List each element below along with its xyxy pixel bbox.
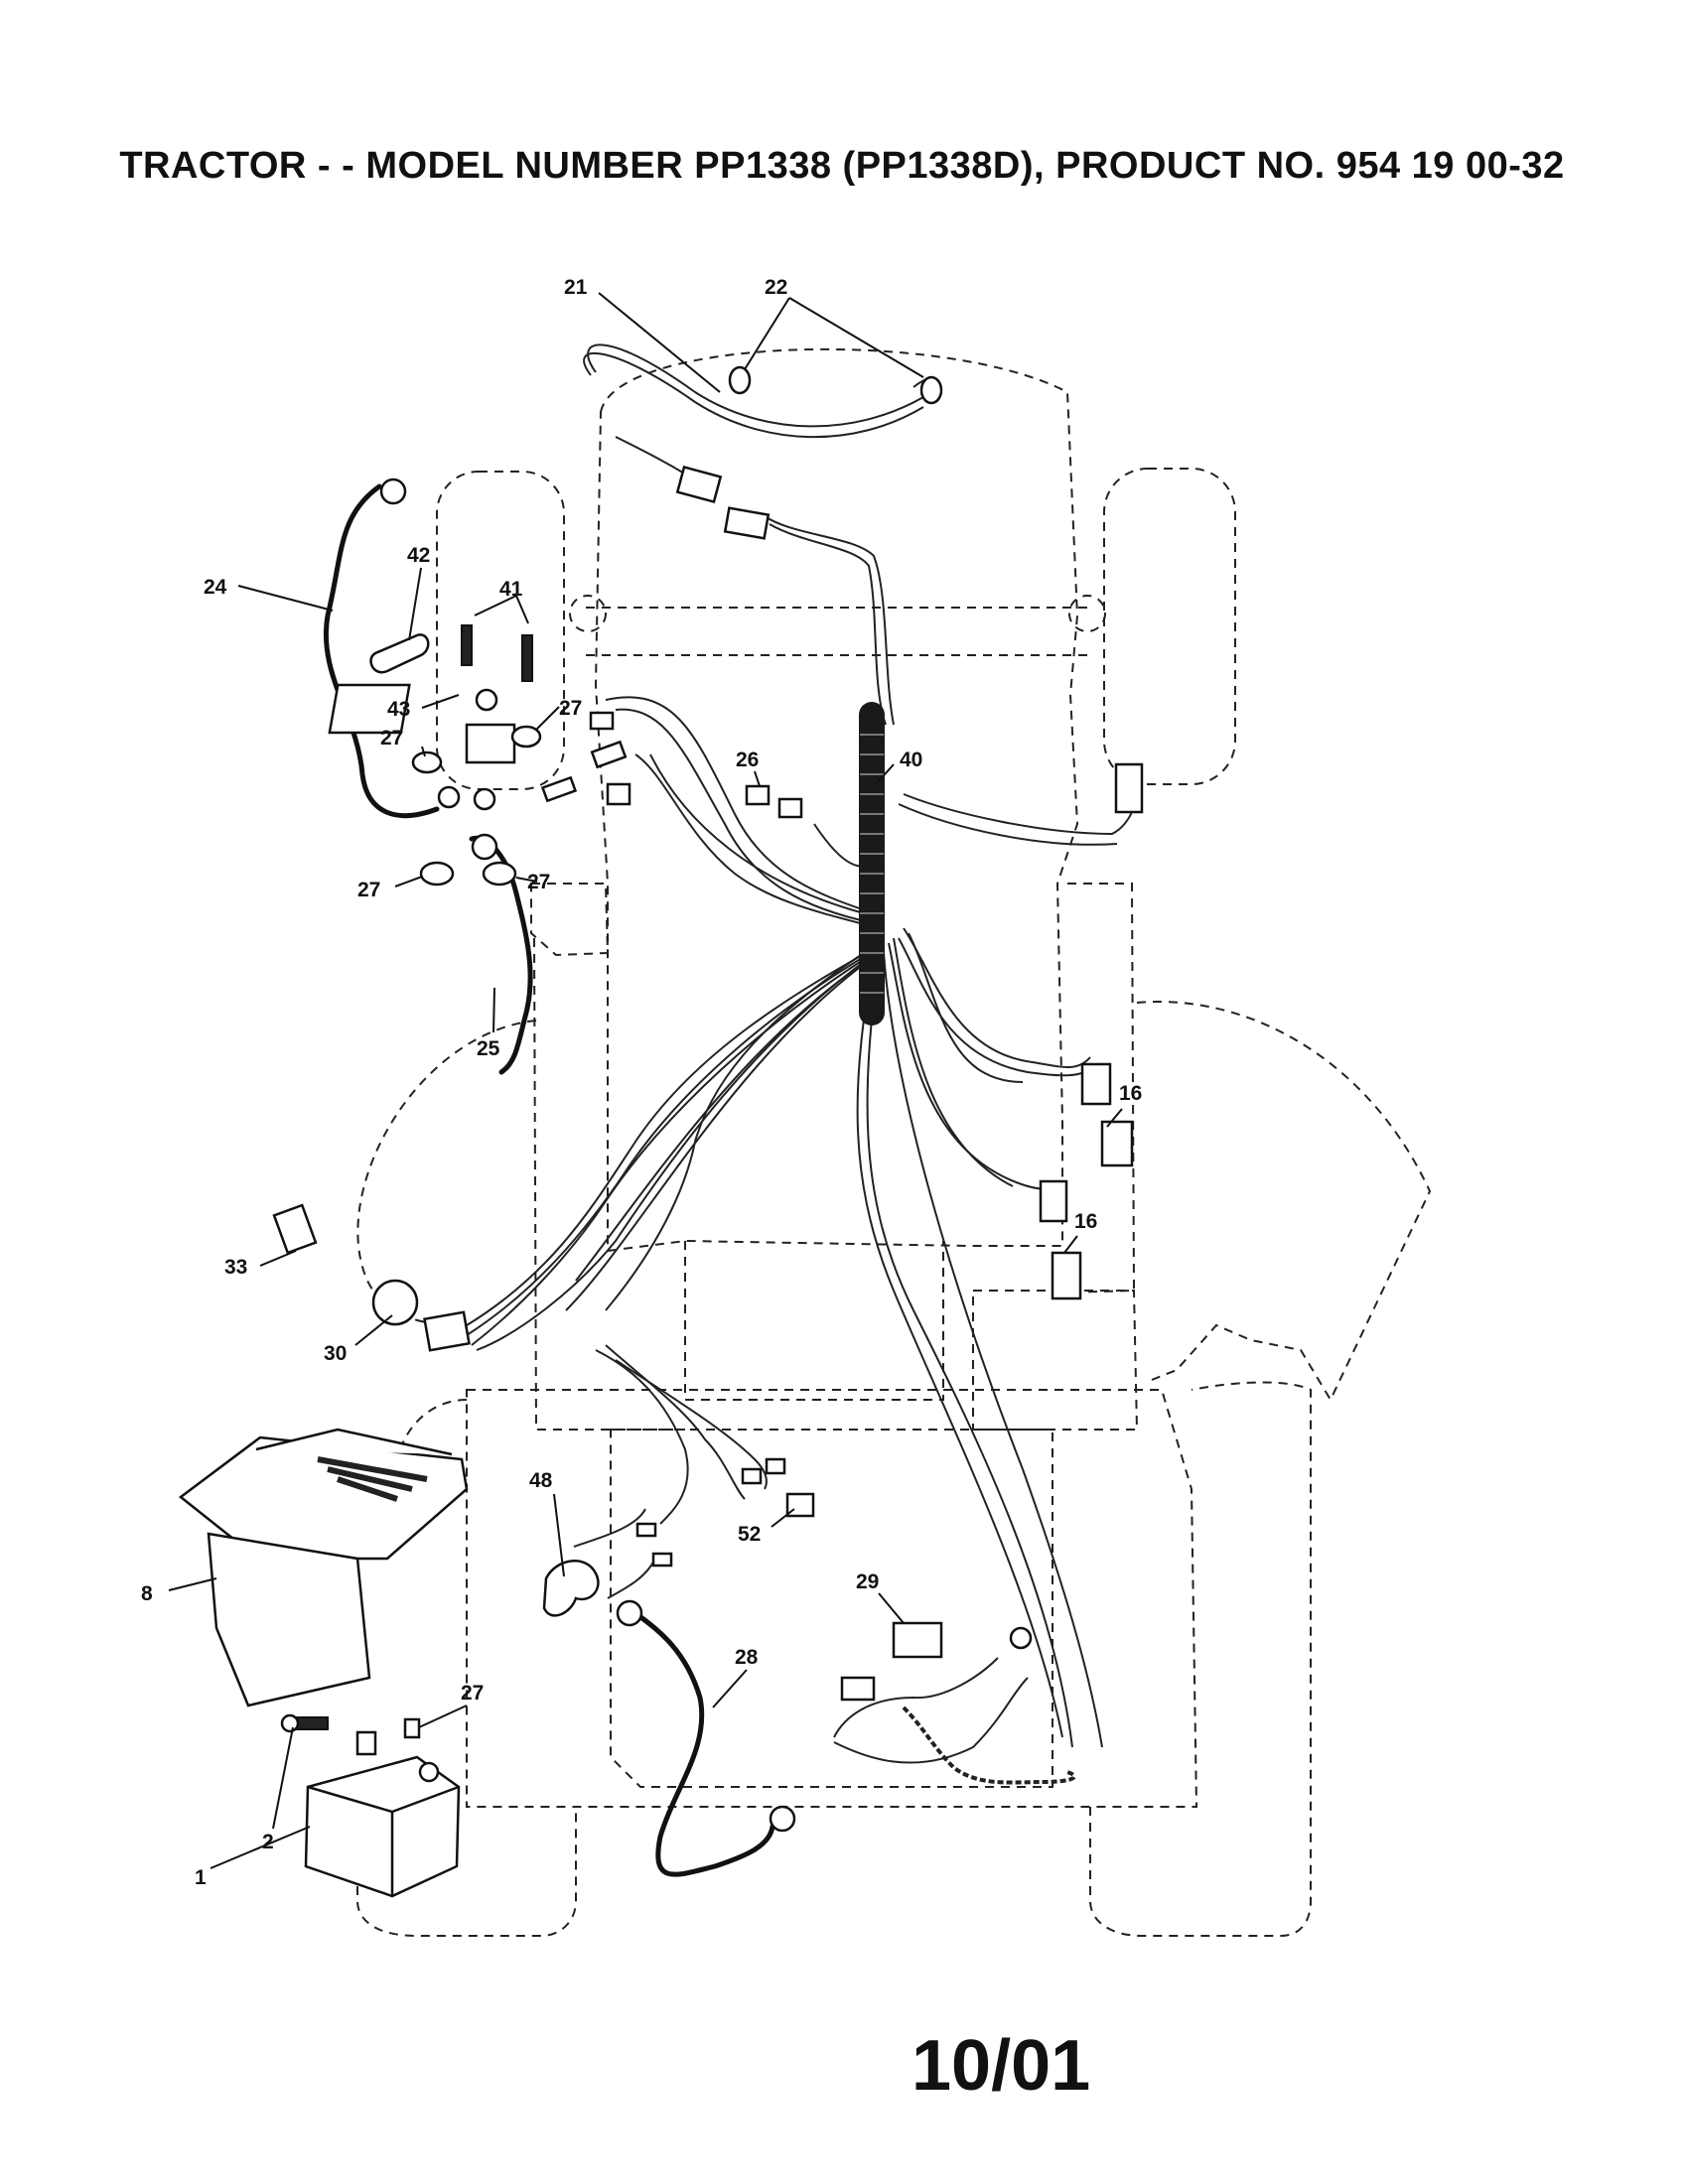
nut-27 (419, 861, 455, 887)
callout-29: 29 (856, 1570, 879, 1593)
callout-21: 21 (564, 276, 588, 299)
callout-43: 43 (387, 698, 410, 721)
connector-26 (777, 797, 803, 819)
ring-terminal (616, 1599, 643, 1627)
relay-33 (272, 1203, 318, 1255)
connector (590, 740, 628, 769)
connector (606, 782, 632, 806)
callout-42: 42 (407, 544, 430, 567)
ring-terminal (769, 1805, 796, 1833)
switch-52 (785, 1492, 815, 1518)
coiled-cord-29 (902, 1706, 1076, 1785)
connector (675, 465, 723, 504)
callout-27: 27 (559, 697, 582, 720)
callout-27: 27 (380, 727, 403, 750)
callout-27: 27 (461, 1682, 484, 1705)
tractor-outline (356, 347, 1432, 1937)
connector (840, 1676, 876, 1702)
callout-27: 27 (357, 879, 380, 901)
solenoid-body (465, 723, 516, 764)
connector (741, 1467, 763, 1485)
page-title: TRACTOR - - MODEL NUMBER PP1338 (PP1338D… (119, 145, 1565, 187)
harness-loom-40 (859, 702, 885, 1025)
ring-terminal (379, 478, 407, 505)
wiring-harness (466, 343, 1140, 1764)
callout-25: 25 (477, 1037, 500, 1060)
ring-terminal (437, 785, 461, 809)
ring-terminal (471, 833, 498, 861)
callout-16: 16 (1119, 1082, 1142, 1105)
terminal-cover-42 (369, 633, 430, 674)
switch-16 (1080, 1062, 1112, 1106)
callout-24: 24 (204, 576, 227, 599)
seat-switch-29 (892, 1621, 943, 1659)
switch-16 (1100, 1120, 1134, 1167)
nut-27 (482, 861, 517, 887)
connector (540, 775, 578, 803)
callout-41: 41 (499, 578, 523, 601)
callout-2: 2 (262, 1831, 274, 1853)
switch-48 (542, 1560, 600, 1617)
callout-26: 26 (736, 749, 759, 771)
callout-33: 33 (224, 1256, 247, 1279)
bolt-41 (461, 624, 473, 666)
nut-27 (411, 751, 443, 774)
callout-48: 48 (529, 1469, 553, 1492)
connector (651, 1552, 673, 1568)
switch-16 (1051, 1251, 1082, 1300)
callout-27: 27 (527, 871, 550, 893)
callout-28: 28 (735, 1646, 759, 1669)
nut-27 (403, 1717, 421, 1739)
connector (1114, 762, 1144, 814)
bulb-22 (728, 365, 752, 395)
leader-lines (168, 292, 1123, 1869)
bulb-22 (919, 375, 943, 405)
ignition-switch-30 (371, 1279, 419, 1326)
bolt-41 (521, 634, 533, 682)
connector (723, 506, 771, 540)
switch-16 (1039, 1179, 1068, 1223)
fuse-holder (589, 711, 615, 731)
nut-27 (510, 725, 542, 749)
ignition-connector (423, 1310, 471, 1352)
callout-1: 1 (195, 1866, 207, 1889)
callout-16: 16 (1074, 1210, 1097, 1233)
ground-cable-24 (324, 483, 440, 819)
page-date: 10/01 (912, 2026, 1091, 2106)
ring-terminal (473, 787, 496, 811)
parts (178, 365, 1144, 1898)
cables (324, 483, 1076, 1877)
ring-terminal (1009, 1626, 1033, 1650)
callout-22: 22 (765, 276, 787, 299)
callout-30: 30 (324, 1342, 347, 1365)
connector (765, 1457, 786, 1475)
callout-labels: 21 22 24 42 41 43 27 27 27 27 26 40 25 1… (141, 276, 1142, 1889)
callout-8: 8 (141, 1582, 153, 1605)
connector (635, 1522, 657, 1538)
ground-cable-28 (632, 1610, 775, 1877)
connector-26 (745, 784, 771, 806)
callout-52: 52 (738, 1523, 761, 1546)
callout-40: 40 (900, 749, 922, 771)
solenoid-43 (328, 683, 411, 735)
